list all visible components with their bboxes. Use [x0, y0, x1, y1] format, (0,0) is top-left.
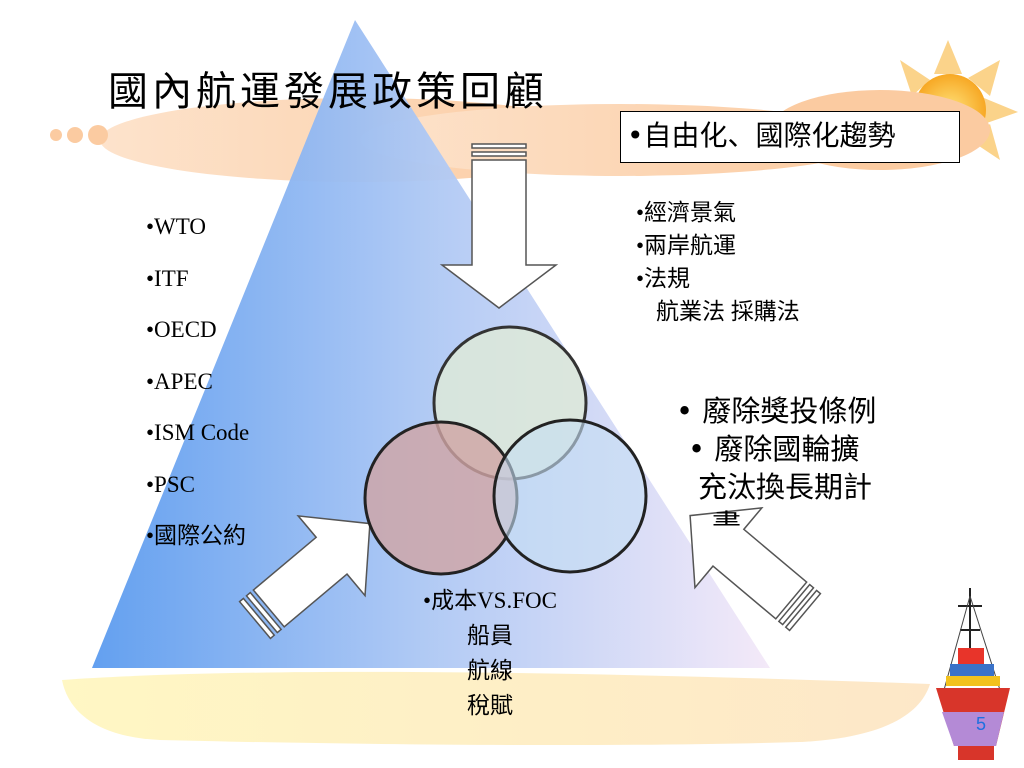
- list-item: •APEC: [146, 368, 213, 394]
- page-number: 5: [976, 714, 987, 734]
- list-item: •OECD: [146, 317, 217, 342]
- page-title: 國內航運發展政策回顧: [108, 69, 548, 115]
- list-item: 航線: [467, 658, 513, 683]
- economy-list: •經濟景氣 •兩岸航運 •法規 航業法 採購法: [636, 196, 800, 328]
- bottom-band: [62, 671, 930, 746]
- list-item: •國際公約: [146, 523, 247, 548]
- list-item: 稅賦: [467, 693, 513, 718]
- list-item: •法規: [636, 266, 691, 291]
- list-item: •兩岸航運: [636, 233, 737, 258]
- list-sub-item: 航業法 採購法: [656, 299, 800, 324]
- up-left-arrow-icon: [689, 506, 822, 632]
- down-arrow-icon: [439, 143, 559, 309]
- cost-text-block: •成本VS.FOC 船員 航線 稅賦: [400, 583, 580, 723]
- up-right-arrow-icon: [238, 514, 371, 640]
- abolish-line-2: • 廢除國輪擴: [688, 432, 860, 466]
- list-item: •ITF: [146, 265, 189, 291]
- cost-heading: •成本VS.FOC: [423, 588, 557, 613]
- abolish-line-1: • 廢除獎投條例: [676, 394, 877, 428]
- organization-list: •WTO •ITF •OECD •APEC •ISM Code •PSC •國際…: [146, 210, 249, 571]
- list-item: 船員: [467, 623, 513, 648]
- venn-diagram: [363, 325, 648, 576]
- list-item: •PSC: [146, 471, 195, 497]
- list-item: •ISM Code: [146, 420, 250, 445]
- ship-icon: [936, 588, 1010, 760]
- list-item: •WTO: [146, 214, 207, 239]
- venn-circle-right: [492, 418, 648, 574]
- abolish-line-4: 畫: [712, 508, 742, 526]
- trend-box: •自由化、國際化趨勢: [620, 111, 960, 163]
- list-item: •經濟景氣: [636, 200, 737, 225]
- abolish-text-block: • 廢除獎投條例 • 廢除國輪擴 充汰換長期計 畫: [676, 392, 876, 526]
- abolish-line-3: 充汰換長期計: [698, 470, 873, 504]
